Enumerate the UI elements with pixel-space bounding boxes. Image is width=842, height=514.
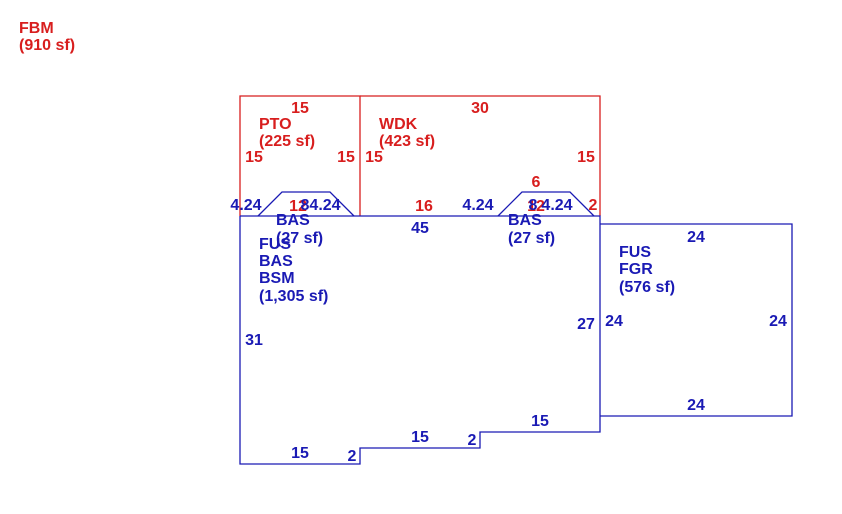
main-dim-top: 45 [411, 220, 429, 237]
bay-right-dim-mid: 8 [529, 197, 538, 214]
wdk-dim-bottom: 16 [415, 198, 433, 215]
bay-left-dim-left: 4.24 [230, 197, 261, 214]
wdk-label: WDK [379, 116, 418, 133]
main-outline [239, 215, 601, 465]
main-dim-bottom-mid: 15 [411, 429, 429, 446]
bay-left-dim-right: 4.24 [309, 197, 340, 214]
bay-left-label: BAS [276, 212, 310, 229]
garage-label-2: FGR [619, 261, 653, 278]
garage-label-1: FUS [619, 244, 651, 261]
bay-left-dim-mid-red: 12 [289, 198, 307, 215]
wdk-dim-left: 15 [365, 149, 383, 166]
garage-dim-left: 24 [605, 313, 623, 330]
bay-left-dim-mid: 8 [301, 197, 310, 214]
bay-left-outline [257, 191, 355, 217]
garage-dim-right: 24 [769, 313, 787, 330]
pto-area: (225 sf) [259, 133, 315, 150]
bay-right-outline [497, 191, 595, 217]
bay-right-dim-right: 4.24 [541, 197, 572, 214]
fbm-area: (910 sf) [19, 37, 75, 54]
main-label-3: BSM [259, 270, 295, 287]
main-dim-step2: 2 [468, 432, 477, 449]
garage-area: (576 sf) [619, 279, 675, 296]
pto-dim-left: 15 [245, 149, 263, 166]
wdk-dim-notch: 6 [532, 174, 541, 191]
main-dim-bottom-left: 15 [291, 445, 309, 462]
garage-dim-bottom: 24 [687, 397, 705, 414]
pto-dim-top: 15 [291, 100, 309, 117]
pto-dim-right: 15 [337, 149, 355, 166]
bay-left-area: (27 sf) [276, 230, 323, 247]
bay-right-area: (27 sf) [508, 230, 555, 247]
wdk-dim-right: 15 [577, 149, 595, 166]
wdk-outline [360, 95, 601, 216]
bay-right-dim-mid-red: 12 [527, 198, 545, 215]
main-dim-right: 27 [577, 316, 595, 333]
main-dim-step1: 2 [348, 448, 357, 465]
garage-dim-top: 24 [687, 229, 705, 246]
main-label-1: FUS [259, 236, 291, 253]
wdk-dim-top: 30 [471, 100, 489, 117]
main-dim-left: 31 [245, 332, 263, 349]
pto-label: PTO [259, 116, 292, 133]
main-label-2: BAS [259, 253, 293, 270]
wdk-dim-side: 2 [589, 197, 598, 214]
main-area: (1,305 sf) [259, 288, 328, 305]
bay-right-label: BAS [508, 212, 542, 229]
bay-right-dim-left: 4.24 [462, 197, 493, 214]
garage-outline [600, 223, 793, 417]
main-dim-bottom-right: 15 [531, 413, 549, 430]
fbm-label: FBM [19, 20, 54, 37]
pto-outline [239, 95, 361, 216]
wdk-area: (423 sf) [379, 133, 435, 150]
